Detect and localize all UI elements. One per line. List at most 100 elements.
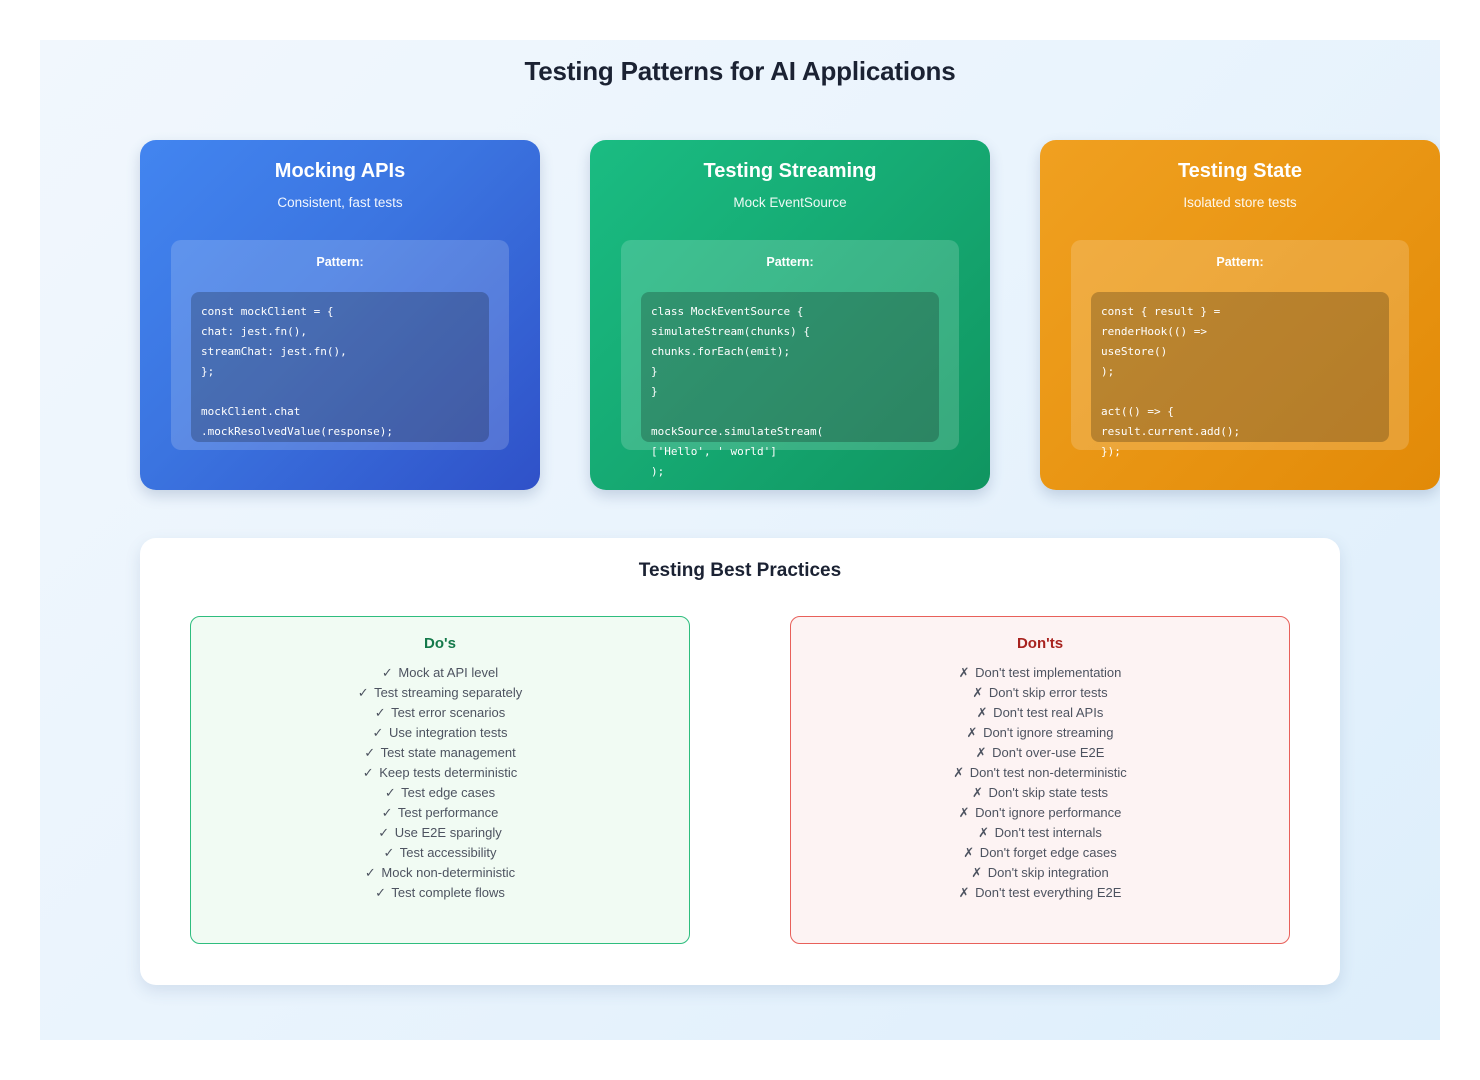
card-title: Testing Streaming xyxy=(703,160,877,182)
list-item: ✗ Don't test internals xyxy=(791,823,1289,843)
card-subtitle: Isolated store tests xyxy=(1183,195,1297,210)
cross-icon: ✗ xyxy=(978,825,990,840)
list-item-label: Test complete flows xyxy=(388,885,505,900)
dos-title: Do's xyxy=(424,635,456,652)
code-line xyxy=(651,402,929,422)
list-item: ✗ Don't skip state tests xyxy=(791,783,1289,803)
list-item: ✓ Test complete flows xyxy=(191,883,689,903)
list-item-label: Test accessibility xyxy=(396,845,497,860)
code-block: class MockEventSource { simulateStream(ch… xyxy=(641,292,939,478)
pattern-label: Pattern: xyxy=(316,255,364,269)
card-subtitle: Consistent, fast tests xyxy=(277,195,403,210)
code-block: const mockClient = { chat: jest.fn(), stre… xyxy=(191,292,489,442)
check-icon: ✓ xyxy=(375,885,387,900)
pattern-label: Pattern: xyxy=(766,255,814,269)
code-line: chat: jest.fn(), xyxy=(201,325,307,338)
list-item-label: Don't forget edge cases xyxy=(976,845,1117,860)
list-item-label: Use E2E sparingly xyxy=(391,825,502,840)
pattern-box: Pattern: xyxy=(1071,240,1409,450)
code-line: streamChat: jest.fn(), xyxy=(201,345,347,358)
check-icon: ✓ xyxy=(364,745,376,760)
cross-icon: ✗ xyxy=(971,785,983,800)
code-line: renderHook(() => xyxy=(1101,325,1207,338)
pattern-card-testing-streaming[interactable]: Testing Streaming Mock EventSource Patte… xyxy=(590,140,990,490)
code-line xyxy=(201,382,479,402)
list-item: ✗ Don't test implementation xyxy=(791,663,1289,683)
cross-icon: ✗ xyxy=(976,705,988,720)
list-item: ✓ Mock non-deterministic xyxy=(191,863,689,883)
code-block: const { result } = renderHook(() => useSto… xyxy=(1091,292,1389,458)
cross-icon: ✗ xyxy=(966,725,978,740)
list-item-label: Test performance xyxy=(394,805,499,820)
list-item: ✓ Use E2E sparingly xyxy=(191,823,689,843)
code-line: } xyxy=(651,385,658,398)
dos-list: ✓ Mock at API level✓ Test streaming sepa… xyxy=(191,663,689,903)
code-line: chunks.forEach(emit); xyxy=(651,345,791,358)
code-line: ['Hello', ' world'] xyxy=(651,445,777,458)
list-item: ✗ Don't test everything E2E xyxy=(791,883,1289,903)
list-item-label: Don't skip state tests xyxy=(984,785,1109,800)
list-item-label: Test edge cases xyxy=(397,785,496,800)
code-line: const mockClient = { xyxy=(201,305,334,318)
code-line: } xyxy=(651,365,658,378)
pattern-label: Pattern: xyxy=(1216,255,1264,269)
check-icon: ✓ xyxy=(381,805,393,820)
list-item: ✓ Test performance xyxy=(191,803,689,823)
check-icon: ✓ xyxy=(374,705,386,720)
code-line: .mockResolvedValue(response); xyxy=(201,425,394,438)
code-line: simulateStream(chunks) { xyxy=(651,325,810,338)
list-item: ✗ Don't skip integration xyxy=(791,863,1289,883)
code-line: ); xyxy=(651,465,665,478)
donts-title: Don'ts xyxy=(1016,635,1064,652)
pattern-box: Pattern: xyxy=(171,240,509,450)
pattern-card-testing-state[interactable]: Testing State Isolated store tests Patte… xyxy=(1040,140,1440,490)
code-line: result.current.add(); xyxy=(1101,425,1241,438)
list-item-label: Test state management xyxy=(377,745,516,760)
code-line xyxy=(1101,382,1379,402)
dos-column: Do's ✓ Mock at API level✓ Test streaming… xyxy=(190,616,690,944)
code-line: const { result } = xyxy=(1101,305,1221,318)
poster-canvas: Testing Patterns for AI Applications Moc… xyxy=(40,40,1440,1040)
list-item-label: Don't test implementation xyxy=(971,665,1122,680)
list-item-label: Don't test non-deterministic xyxy=(966,765,1127,780)
code-line: useStore() xyxy=(1101,345,1168,358)
list-item-label: Test streaming separately xyxy=(370,685,523,700)
code-line: }); xyxy=(1101,445,1121,458)
list-item-label: Don't skip integration xyxy=(984,865,1109,880)
list-item: ✗ Don't ignore streaming xyxy=(791,723,1289,743)
cross-icon: ✗ xyxy=(971,865,983,880)
check-icon: ✓ xyxy=(357,685,369,700)
check-icon: ✓ xyxy=(372,725,384,740)
code-line: mockSource.simulateStream( xyxy=(651,425,824,438)
code-line: ); xyxy=(1101,365,1115,378)
list-item-label: Don't test everything E2E xyxy=(971,885,1122,900)
list-item: ✓ Use integration tests xyxy=(191,723,689,743)
cross-icon: ✗ xyxy=(958,805,970,820)
pattern-cards-row: Mocking APIs Consistent, fast tests Patt… xyxy=(140,140,1440,490)
cross-icon: ✗ xyxy=(958,885,970,900)
card-title: Mocking APIs xyxy=(274,160,406,182)
code-line: act(() => { xyxy=(1101,405,1174,418)
code-line: mockClient.chat xyxy=(201,405,301,418)
list-item-label: Don't over-use E2E xyxy=(988,745,1105,760)
list-item: ✗ Don't test non-deterministic xyxy=(791,763,1289,783)
cross-icon: ✗ xyxy=(975,745,987,760)
list-item: ✓ Keep tests deterministic xyxy=(191,763,689,783)
code-line: class MockEventSource { xyxy=(651,305,804,318)
list-item: ✗ Don't forget edge cases xyxy=(791,843,1289,863)
pattern-card-mocking-apis[interactable]: Mocking APIs Consistent, fast tests Patt… xyxy=(140,140,540,490)
cross-icon: ✗ xyxy=(958,665,970,680)
list-item: ✗ Don't skip error tests xyxy=(791,683,1289,703)
list-item-label: Test error scenarios xyxy=(387,705,506,720)
donts-list: ✗ Don't test implementation✗ Don't skip … xyxy=(791,663,1289,903)
check-icon: ✓ xyxy=(362,765,374,780)
list-item-label: Don't test real APIs xyxy=(989,705,1104,720)
check-icon: ✓ xyxy=(364,865,376,880)
list-item: ✗ Don't over-use E2E xyxy=(791,743,1289,763)
list-item: ✗ Don't test real APIs xyxy=(791,703,1289,723)
page-title: Testing Patterns for AI Applications xyxy=(524,56,956,86)
cross-icon: ✗ xyxy=(963,845,975,860)
list-item-label: Mock at API level xyxy=(394,665,499,680)
list-item-label: Don't skip error tests xyxy=(985,685,1108,700)
check-icon: ✓ xyxy=(381,665,393,680)
